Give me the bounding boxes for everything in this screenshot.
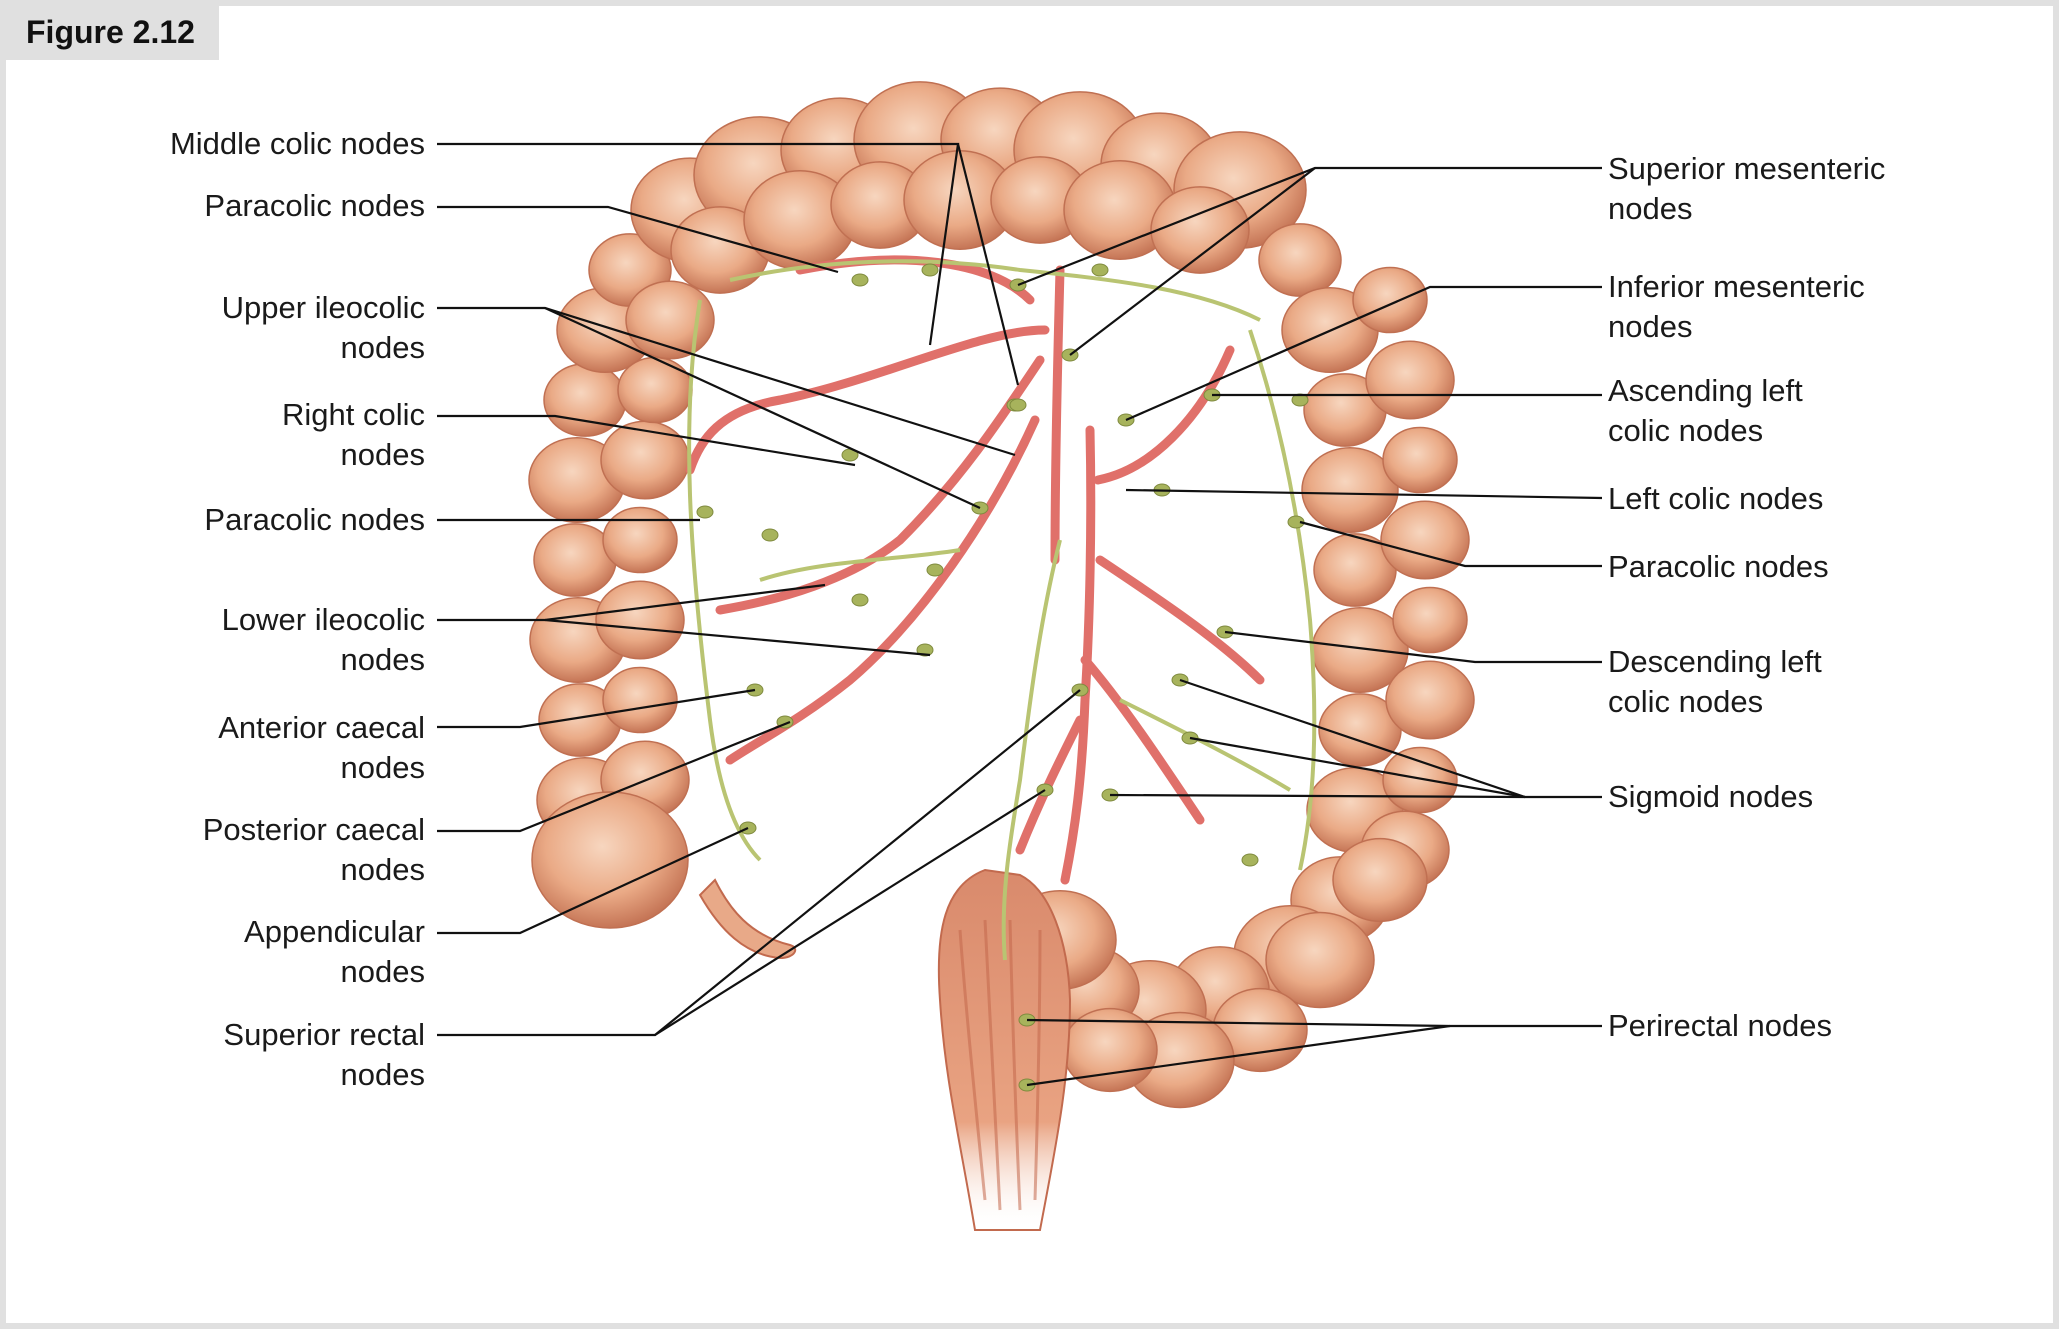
artery	[1093, 345, 1235, 485]
lymph-node	[1091, 263, 1109, 277]
lymph-node	[1241, 853, 1259, 867]
lymphatic-vessel	[759, 548, 961, 582]
leader-line	[437, 827, 749, 935]
leader-line	[1026, 1024, 1451, 1087]
haustrum	[617, 356, 693, 424]
label-perirectal-nodes: Perirectal nodes	[1608, 1008, 1833, 1043]
rectum-stripes	[958, 919, 1042, 1211]
leader-line	[437, 306, 1016, 457]
leader-line	[1109, 793, 1526, 799]
haustrum	[1382, 746, 1458, 814]
lymphatic-vessel	[729, 259, 1261, 322]
label-superior-mesenteric-nodes: Superior mesenteric nodes	[1608, 151, 1886, 226]
colon-illustration	[528, 81, 1475, 1109]
label-superior-rectal-nodes: Superior rectal nodes	[223, 1017, 425, 1092]
leader-line	[1224, 630, 1602, 664]
haustrum	[1382, 426, 1458, 494]
haustrum	[1258, 223, 1342, 297]
lymph-node	[696, 505, 714, 519]
haustrum	[1352, 266, 1428, 334]
label-inferior-mesenteric-nodes: Inferior mesenteric nodes	[1608, 269, 1865, 344]
figure-title: Figure 2.12	[26, 14, 195, 50]
label-paracolic-nodes-left: Paracolic nodes	[204, 502, 425, 537]
artery	[1015, 715, 1085, 855]
lymph-node	[851, 273, 869, 287]
label-ascending-left-colic-nodes: Ascending left colic nodes	[1608, 373, 1803, 448]
haustrum	[595, 580, 685, 660]
label-upper-ileocolic-nodes: Upper ileocolic nodes	[221, 290, 425, 365]
lymph-node	[916, 643, 934, 657]
artery	[715, 355, 1045, 615]
label-middle-colic-nodes: Middle colic nodes	[169, 126, 425, 161]
lymphatic-vessel	[687, 299, 762, 862]
lymph-node	[921, 263, 939, 277]
artery	[1060, 425, 1096, 885]
artery	[1080, 655, 1205, 825]
leader-line	[437, 205, 839, 274]
label-descending-left-colic-nodes: Descending left colic nodes	[1608, 644, 1822, 719]
label-appendicular-nodes: Appendicular nodes	[244, 914, 425, 989]
leader-line	[1069, 167, 1316, 356]
leader-line	[654, 789, 1046, 1036]
haustrum	[1392, 586, 1468, 654]
leader-line	[1189, 736, 1526, 799]
artery	[1050, 265, 1065, 565]
haustrum	[600, 420, 690, 500]
caecum	[531, 791, 689, 929]
figure-tab: Figure 2.12	[6, 6, 219, 60]
haustrum	[602, 506, 678, 574]
label-posterior-caecal-nodes: Posterior caecal nodes	[202, 812, 425, 887]
label-lower-ileocolic-nodes: Lower ileocolic nodes	[221, 602, 425, 677]
label-anterior-caecal-nodes: Anterior caecal nodes	[218, 710, 425, 785]
label-sigmoid-nodes: Sigmoid nodes	[1608, 779, 1814, 814]
haustrum	[1380, 500, 1470, 580]
appendix-illustration	[698, 878, 797, 960]
artery	[685, 325, 1050, 475]
haustrum	[1301, 447, 1399, 533]
leader-lines	[437, 142, 1603, 1087]
lymph-node	[1009, 398, 1027, 412]
vessels	[685, 255, 1317, 961]
leader-line	[544, 618, 931, 657]
leader-line	[437, 720, 791, 833]
leader-line	[1125, 285, 1602, 422]
haustrum	[602, 666, 678, 734]
leader-line	[1299, 520, 1602, 568]
haustrum	[1150, 186, 1250, 274]
haustrum	[1385, 660, 1475, 740]
haustrum	[1365, 340, 1455, 420]
lymph-node	[926, 563, 944, 577]
label-paracolic-nodes-upper-left: Paracolic nodes	[204, 188, 425, 223]
haustrum	[1332, 837, 1428, 923]
leader-line	[437, 688, 756, 729]
lymph-node	[851, 593, 869, 607]
lymphatic-vessel	[1001, 539, 1062, 961]
haustrum	[1265, 911, 1375, 1009]
leader-line	[956, 143, 1020, 386]
artery	[725, 415, 1040, 765]
lymphatic-vessel	[1119, 698, 1292, 792]
leader-line	[1125, 488, 1603, 500]
label-paracolic-nodes-right: Paracolic nodes	[1608, 549, 1829, 584]
lymph-node	[761, 528, 779, 542]
leader-line	[437, 414, 856, 467]
label-left-colic-nodes: Left colic nodes	[1608, 481, 1824, 516]
artery	[1095, 555, 1265, 685]
label-right-colic-nodes: Right colic nodes	[282, 397, 425, 472]
leader-line	[544, 307, 981, 509]
